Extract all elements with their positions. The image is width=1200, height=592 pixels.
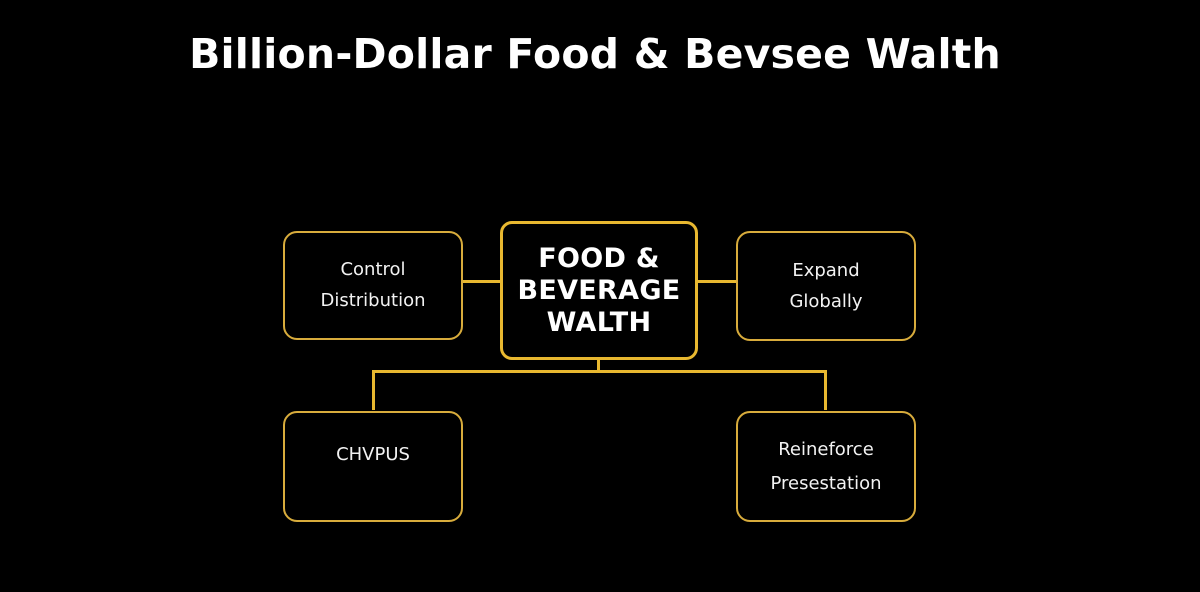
- node-label: Reineforce Presestation: [770, 438, 882, 494]
- connector-down-right: [824, 370, 827, 410]
- page-title: Billion-Dollar Food & Bevsee Walth: [189, 30, 1001, 78]
- node-chvpus: CHVPUS: [283, 411, 463, 522]
- node-control-distribution: Control Distribution: [283, 231, 463, 340]
- connector-center-down: [597, 358, 600, 373]
- node-label: CHVPUS: [336, 444, 410, 465]
- connector-horizontal-bar: [372, 370, 827, 373]
- node-label: Control Distribution: [320, 258, 426, 311]
- center-label: FOOD & BEVERAGE WALTH: [517, 242, 681, 338]
- connector-center-right: [697, 280, 737, 283]
- node-center-food-beverage-walth: FOOD & BEVERAGE WALTH: [500, 221, 698, 360]
- connector-center-left: [462, 280, 502, 283]
- connector-down-left: [372, 370, 375, 410]
- node-reineforce-presestation: Reineforce Presestation: [736, 411, 916, 522]
- node-expand-globally: Expand Globally: [736, 231, 916, 341]
- node-label: Expand Globally: [789, 260, 863, 312]
